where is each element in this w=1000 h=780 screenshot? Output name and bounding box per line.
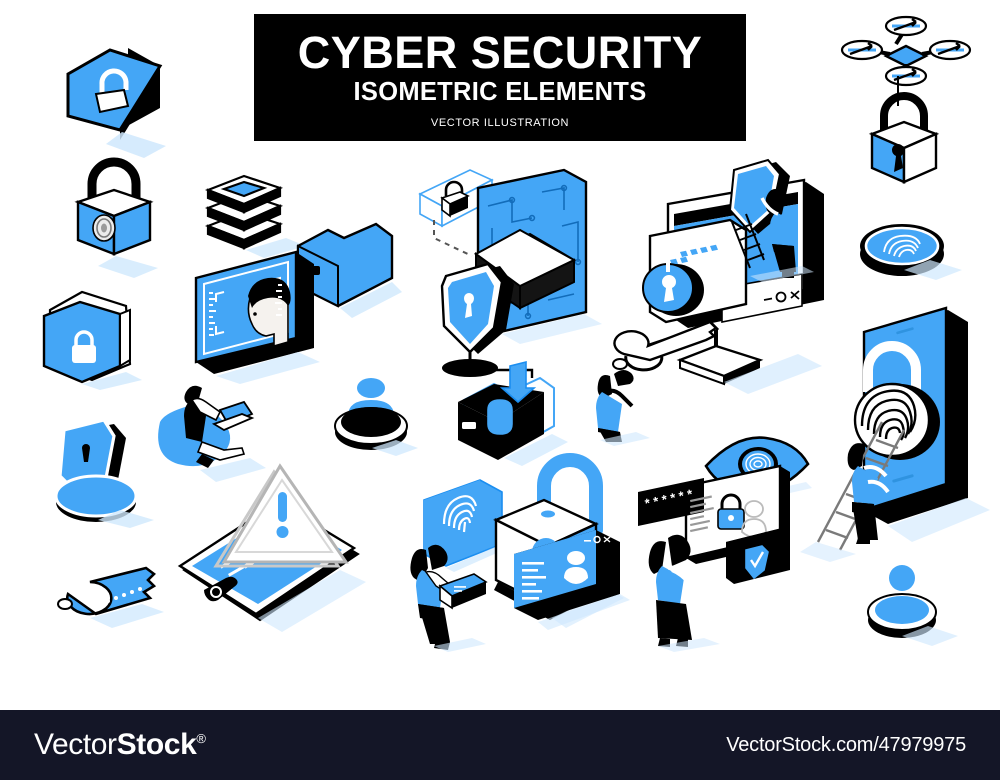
phone-fingerprint-lock-scene: [800, 302, 1000, 562]
profile-panel: [510, 530, 630, 640]
drone-lock-scene: [840, 14, 972, 194]
shield-podium-icon: [38, 410, 158, 530]
title-plate: CYBER SECURITY ISOMETRIC ELEMENTS VECTOR…: [254, 14, 746, 141]
page-subtitle: ISOMETRIC ELEMENTS: [353, 78, 647, 107]
security-key-icon: [38, 560, 168, 640]
beanbag-developer-scene: [146, 366, 266, 486]
laptop-woman-figure: [400, 532, 510, 652]
brand-bold-text: Stock: [116, 728, 197, 761]
fingerprint-disc-icon: [852, 210, 962, 290]
shield-keyhole-stand: [428, 258, 538, 378]
locked-folder-icon: [34, 280, 154, 390]
page-tagline: VECTOR ILLUSTRATION: [430, 116, 570, 129]
download-folder-icon: [448, 360, 568, 474]
hexagon-lock-icon: [48, 22, 178, 162]
key-man-figure: [590, 320, 720, 446]
server-stack-icon: [200, 160, 310, 260]
footer-url: VectorStock.com/47979975: [726, 733, 966, 756]
avatar-podium-icon: [326, 370, 418, 460]
footer-bar: VectorStock® VectorStock.com/47979975: [0, 710, 1000, 780]
screen-woman-figure: [644, 524, 754, 654]
avatar-ring-icon: [850, 558, 960, 648]
brand-light-text: Vector: [34, 728, 117, 761]
page-title: CYBER SECURITY: [297, 27, 703, 79]
registered-trademark-icon: ®: [196, 731, 206, 746]
fingerprint-panel: [418, 474, 508, 574]
illustration-area: * * * * * *: [34, 14, 1000, 654]
face-scan-monitor: [190, 244, 320, 384]
alert-phone-scene: [170, 450, 370, 640]
ladder-shield-woman: [714, 156, 824, 286]
padlock-fingerprint-icon: [68, 157, 188, 278]
vectorstock-logo: VectorStock®: [34, 728, 206, 762]
password-access-screen: * * * * * *: [634, 464, 794, 596]
